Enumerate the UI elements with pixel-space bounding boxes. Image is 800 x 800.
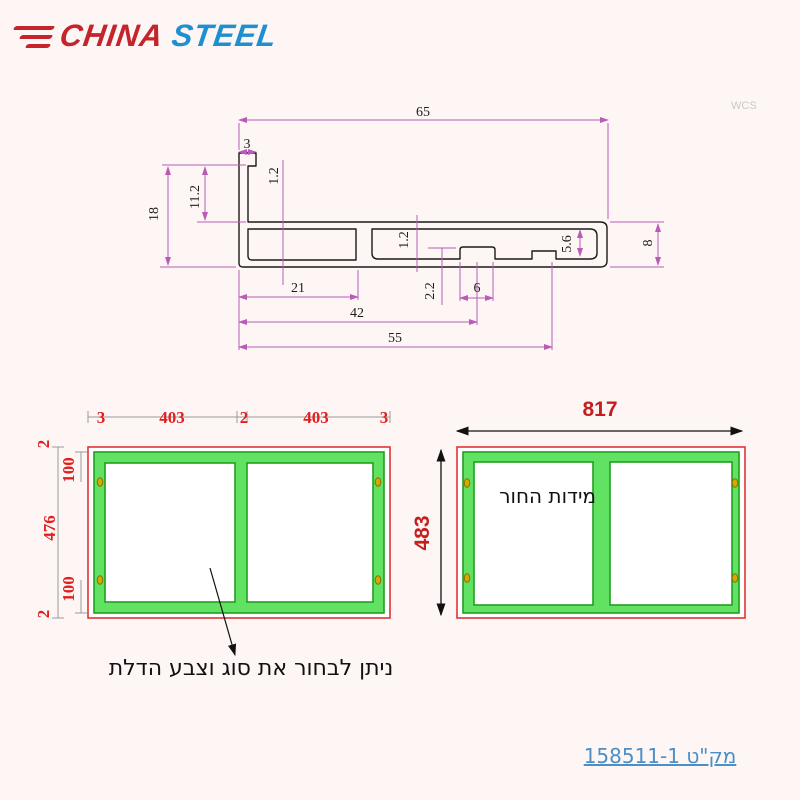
right-frame-hole-markers	[463, 478, 739, 583]
left-frame-dim-labels: 3 403 2 403 3 2 100 476 100 2	[34, 408, 388, 618]
dim-label-21: 21	[291, 281, 305, 296]
profile-dimension-lines	[160, 117, 664, 350]
wcs-watermark: WCS	[731, 100, 757, 112]
profile-outer-contour	[238, 152, 608, 268]
left-frame-dim-guides	[52, 411, 391, 619]
profile-dimension-labels: 65 3 1.2 11.2 18 21 42 55 1.2 2.2 6 5.6 …	[147, 105, 656, 346]
left-frame-diagram: 3 403 2 403 3 2 100 476 100 2	[34, 408, 391, 657]
profile-left-cavity	[247, 228, 357, 261]
dim-label-11-2: 11.2	[188, 185, 203, 209]
dim-label-817: 817	[582, 398, 617, 421]
dim-label-side-100-bottom: 100	[59, 576, 78, 602]
dim-label-8: 8	[641, 240, 656, 247]
dim-label-1-2-left: 1.2	[267, 167, 282, 185]
dim-label-42: 42	[350, 306, 364, 321]
dim-label-top-3a: 3	[97, 408, 106, 427]
caption-leader-arrow	[209, 567, 237, 657]
dim-label-top-2: 2	[240, 408, 249, 427]
dim-label-6: 6	[474, 281, 481, 296]
catalog-number-link[interactable]: מק"ט 158511-1	[583, 744, 737, 768]
left-frame-panel-right	[246, 462, 374, 603]
dim-label-top-403b: 403	[303, 408, 329, 427]
dim-label-5-6: 5.6	[560, 235, 575, 253]
dim-label-3: 3	[244, 137, 251, 152]
dim-label-18: 18	[147, 207, 162, 221]
dim-label-65: 65	[416, 105, 430, 120]
hole-dimensions-label: מידות החור	[499, 484, 596, 508]
dim-label-side-2-top: 2	[34, 440, 53, 449]
right-frame-panel-right	[609, 461, 733, 606]
dim-label-side-100-top: 100	[59, 457, 78, 483]
left-frame-hole-markers	[96, 477, 382, 585]
dim-label-2-2: 2.2	[423, 282, 438, 300]
right-frame-panel-left	[473, 461, 594, 606]
dim-label-top-3b: 3	[380, 408, 389, 427]
dim-label-55: 55	[388, 331, 402, 346]
dim-label-side-476: 476	[40, 515, 59, 541]
profile-main-chamber	[371, 228, 598, 260]
dim-label-top-403a: 403	[159, 408, 185, 427]
door-choice-caption: ניתן לבחור את סוג וצבע הדלת	[108, 656, 394, 681]
dim-label-483: 483	[411, 515, 434, 550]
dim-label-1-2-mid: 1.2	[397, 231, 412, 249]
right-frame-diagram: 817 483	[411, 398, 746, 619]
left-frame-panel-left	[104, 462, 236, 603]
dim-label-side-2-bottom: 2	[34, 610, 53, 619]
profile-section-outline	[238, 152, 608, 268]
